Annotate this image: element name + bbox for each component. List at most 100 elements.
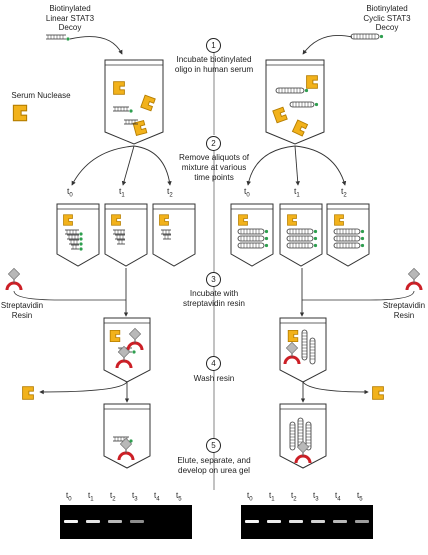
gel-lane-label: t0 (247, 491, 253, 503)
tube-linear-washed (103, 403, 151, 469)
linear-dna-icon (69, 239, 83, 246)
cyclic-dna-icon (237, 235, 269, 242)
step-5-number: 5 (206, 438, 221, 453)
cyclic-dna-icon (333, 242, 365, 249)
linear-dna-icon (124, 119, 138, 125)
cyclic-dna-icon (301, 329, 308, 361)
tube-linear-timepoint (104, 203, 148, 267)
tube-linear-serum (104, 59, 164, 145)
cyclic-dna-icon (286, 235, 318, 242)
cyclic-dna-icon (309, 337, 316, 365)
tube-linear-timepoint (152, 203, 196, 267)
nuclease-icon (334, 214, 344, 226)
nuclease-icon (287, 214, 297, 226)
nuclease-icon (111, 214, 121, 226)
serum-nuclease-legend-icon (12, 104, 28, 122)
cyclic-dna-icon (289, 421, 296, 451)
nuclease-icon (287, 329, 299, 343)
gel-lane-label: t0 (66, 491, 72, 503)
gel-band (86, 520, 100, 523)
cyclic-dna-icon (333, 235, 365, 242)
cyclic-decoy-icon (350, 33, 384, 40)
nuclease-icon (306, 75, 318, 89)
gel-lane-label: t2 (110, 491, 116, 503)
gel-lane-label: t4 (154, 491, 160, 503)
step-4-number: 4 (206, 356, 221, 371)
linear-decoy-icon (46, 34, 70, 41)
gel-lane-label: t3 (313, 491, 319, 503)
gel-lane-label: t1 (88, 491, 94, 503)
timepoint-label-left-t2: t2 (167, 186, 173, 199)
gel-lane-label: t3 (132, 491, 138, 503)
arrow-linear-t2 (133, 145, 172, 186)
arrow-resin-left (13, 290, 126, 301)
step-1-text: Incubate biotinylated oligo in human ser… (174, 55, 254, 74)
gel-lane-label: t1 (269, 491, 275, 503)
step-2-text: Remove aliquots of mixture at various ti… (178, 153, 250, 182)
linear-dna-icon (65, 229, 83, 236)
gel-band (333, 520, 347, 523)
gel-band (245, 520, 259, 523)
step-3-text: Incubate with streptavidin resin (183, 289, 245, 308)
bound-resin-icon (115, 345, 133, 369)
linear-dna-icon (161, 229, 171, 235)
timepoint-label-left-t0: t0 (67, 186, 73, 199)
arrow-cyclic-decoy-to-tube (302, 34, 353, 55)
gel-band (64, 520, 78, 523)
step-1-number: 1 (206, 38, 221, 53)
nuclease-icon (109, 329, 121, 343)
step-5-text: Elute, separate, and develop on urea gel (177, 456, 251, 475)
streptavidin-resin-label-left: Streptavidin Resin (0, 301, 44, 320)
cyclic-dna-icon (333, 228, 365, 235)
streptavidin-resin-icon-right (405, 267, 423, 291)
bound-resin-icon (294, 440, 312, 464)
nuclease-icon (159, 214, 169, 226)
arrow-cyclic-t0 (246, 145, 296, 186)
cyclic-dna-icon (297, 417, 304, 449)
gel-lane-label: t5 (357, 491, 363, 503)
linear-dna-icon (163, 234, 171, 240)
timepoint-label-left-t1: t1 (119, 186, 125, 199)
arrow-wash-left (39, 381, 128, 395)
linear-dna-icon (117, 239, 125, 245)
linear-dna-icon (113, 229, 125, 235)
cyclic-dna-icon (305, 421, 312, 451)
gel-band (355, 520, 369, 523)
streptavidin-resin-label-right: Streptavidin Resin (382, 301, 426, 320)
timepoint-label-right-t0: t0 (244, 186, 250, 199)
arrow-cyclic-t1 (294, 145, 300, 186)
arrow-resin-right (302, 290, 415, 301)
tube-cyclic-timepoint (230, 203, 274, 267)
tube-cyclic-timepoint (326, 203, 370, 267)
cyclic-dna-icon (237, 228, 269, 235)
gel-lane-label: t4 (335, 491, 341, 503)
bound-resin-icon (126, 327, 144, 351)
linear-dna-icon (67, 234, 83, 241)
timepoint-label-right-t2: t2 (341, 186, 347, 199)
nuclease-icon (113, 81, 125, 95)
serum-nuclease-label: Serum Nuclease (11, 91, 71, 100)
step-4-text: Wash resin (193, 374, 235, 383)
bound-resin-icon (283, 341, 301, 365)
gel-lane-label: t5 (176, 491, 182, 503)
timepoint-label-right-t1: t1 (294, 186, 300, 199)
nuclease-icon (140, 94, 156, 112)
urea-gel-right (241, 505, 373, 539)
step-2-number: 2 (206, 136, 221, 151)
linear-dna-icon (71, 244, 83, 251)
streptavidin-resin-icon-left (5, 267, 23, 291)
cyclic-dna-icon (286, 228, 318, 235)
linear-decoy-label: Biotinylated Linear STAT3 Decoy (45, 4, 95, 32)
urea-gel-left (60, 505, 192, 539)
nuclease-icon (272, 106, 288, 124)
arrow-linear-t0 (71, 145, 135, 186)
washed-nuclease-icon-right (372, 386, 384, 400)
nuclease-icon (238, 214, 248, 226)
tube-cyclic-timepoint (279, 203, 323, 267)
gel-band (130, 520, 144, 523)
nuclease-icon (291, 119, 309, 137)
cyclic-dna-icon (275, 87, 309, 94)
washed-nuclease-icon-left (22, 386, 34, 400)
